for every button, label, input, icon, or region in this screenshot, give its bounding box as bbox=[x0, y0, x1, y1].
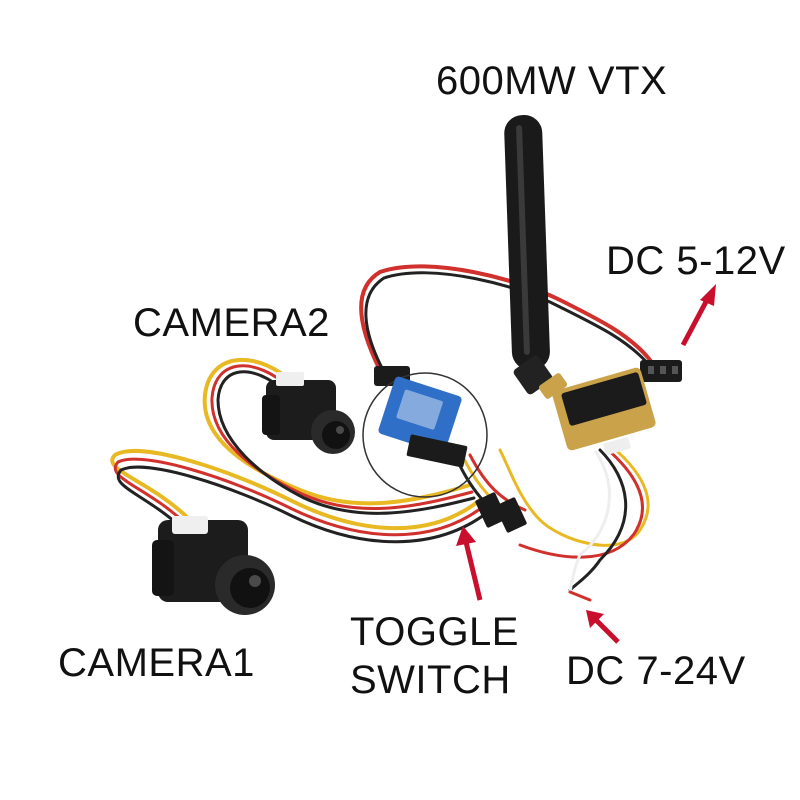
vtx-module bbox=[552, 367, 656, 455]
toggle-label-line1: TOGGLE bbox=[350, 610, 519, 654]
toggle-label-line2: SWITCH bbox=[350, 658, 511, 702]
dc-7-24v-label: DC 7-24V bbox=[566, 649, 746, 693]
vtx-label: 600MW VTX bbox=[436, 59, 668, 103]
arrow-dc-5-12v bbox=[680, 284, 716, 347]
toggle-switch-board bbox=[362, 372, 527, 533]
arrow-dc-7-24v bbox=[586, 610, 620, 644]
annotation-arrows bbox=[456, 284, 716, 644]
camera2-label: CAMERA2 bbox=[133, 301, 330, 345]
dc-5-12v-connector bbox=[640, 360, 682, 382]
dc-5-12v-label: DC 5-12V bbox=[606, 239, 786, 283]
camera1-label: CAMERA1 bbox=[58, 641, 255, 685]
toggle-switch-label: TOGGLE SWITCH bbox=[350, 608, 550, 704]
antenna bbox=[504, 115, 568, 399]
camera-1 bbox=[152, 516, 275, 615]
camera-2 bbox=[262, 372, 355, 454]
arrow-toggle-switch bbox=[456, 526, 483, 601]
